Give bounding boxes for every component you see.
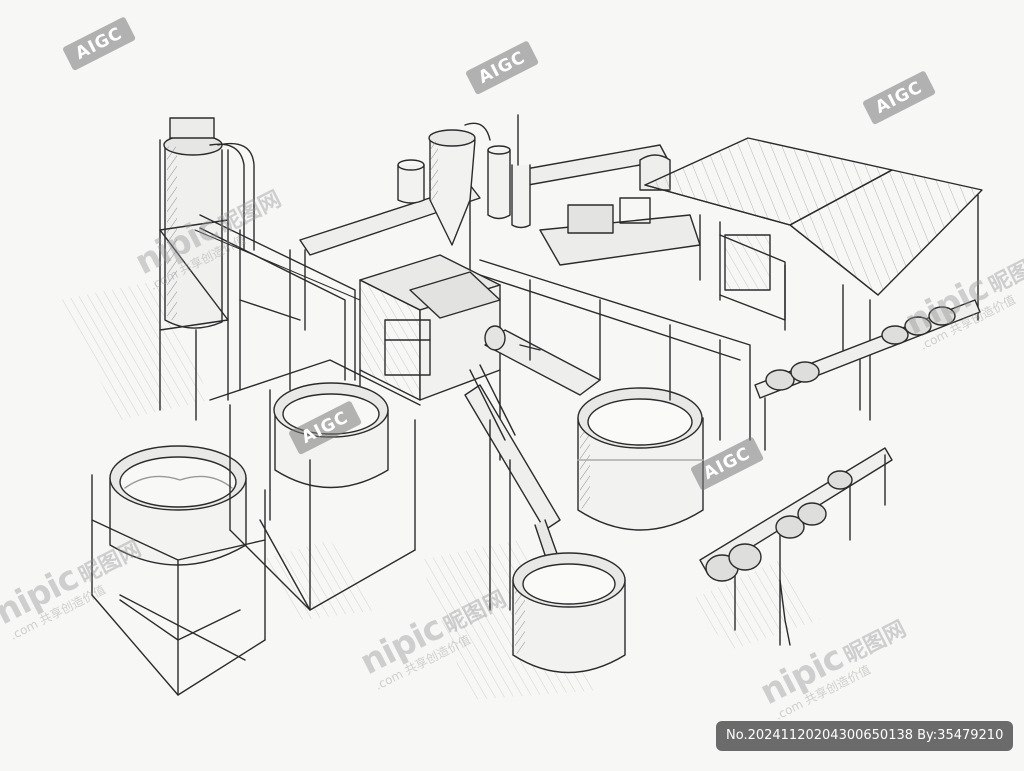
- bag-conveyor-upper: [754, 299, 981, 451]
- tank-front-center: [512, 552, 626, 674]
- walkway-railing: [479, 197, 751, 441]
- central-machine: [359, 254, 501, 471]
- tank-front-left: [91, 445, 266, 696]
- storage-shed: [644, 137, 983, 421]
- image-id-badge: No.20241120204300650138 By:35479210: [716, 721, 1014, 751]
- rotary-drum: [484, 325, 601, 396]
- bag-conveyor-lower: [699, 447, 893, 646]
- central-tanks: [397, 114, 671, 246]
- tank-right-large: [577, 387, 704, 531]
- pipe-run-left: [194, 214, 361, 391]
- silo-tower-left: [159, 117, 255, 421]
